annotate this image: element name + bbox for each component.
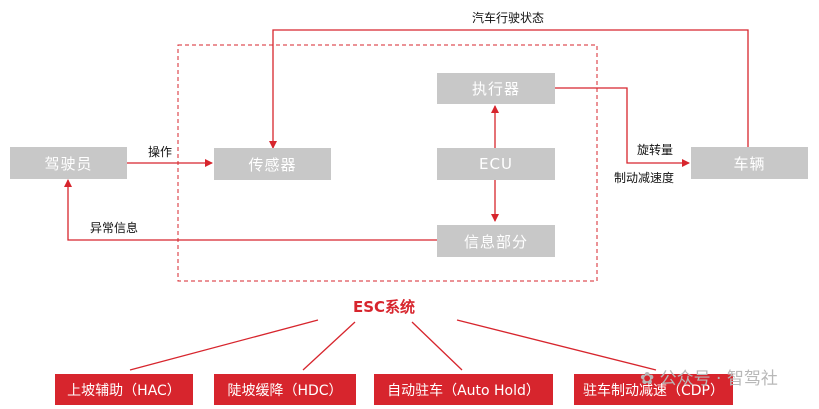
- actuator-node: 执行器: [437, 73, 555, 104]
- watermark: ✿ 公众号 · 智驾社: [640, 364, 778, 389]
- function-hdc: 陡坡缓降（HDC）: [214, 374, 356, 405]
- esc-system-title: ESC系统: [353, 298, 416, 316]
- fan-line-cdp: [456, 319, 657, 371]
- ecu-node: ECU: [437, 148, 555, 180]
- wechat-icon: ✿: [640, 369, 655, 389]
- operation-label: 操作: [148, 145, 173, 159]
- vehicle-state-label: 汽车行驶状态: [472, 11, 545, 25]
- fan-line-autohold: [411, 321, 463, 371]
- watermark-text: 公众号 · 智驾社: [659, 369, 778, 389]
- driver-node: 驾驶员: [10, 147, 127, 179]
- fan-line-hdc: [302, 321, 356, 371]
- vehicle-state-arrow: [269, 29, 749, 149]
- fan-line-hac: [129, 319, 319, 371]
- sensor-node: 传感器: [214, 148, 331, 180]
- abnormal-info-arrow: [64, 179, 437, 241]
- function-autohold: 自动驻车（Auto Hold）: [374, 374, 553, 405]
- actuator-to-vehicle-arrow: [555, 87, 690, 167]
- yaw-rate-label: 旋转量: [637, 143, 674, 157]
- info-node: 信息部分: [437, 225, 555, 257]
- brake-decel-label: 制动减速度: [614, 171, 675, 185]
- vehicle-node: 车辆: [691, 147, 808, 179]
- function-cdp: 驻车制动减速（CDP）: [574, 374, 733, 405]
- abnormal-info-label: 异常信息: [90, 221, 139, 235]
- function-hac: 上坡辅助（HAC）: [55, 374, 193, 405]
